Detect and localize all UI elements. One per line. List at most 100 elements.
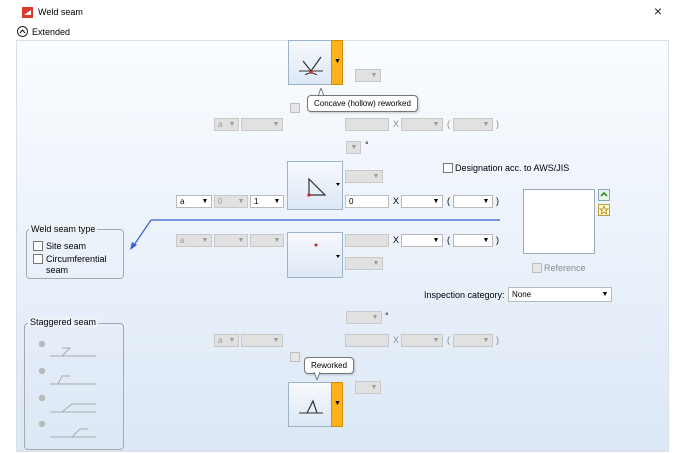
upper-degree-mark: ° bbox=[365, 140, 369, 150]
lower-count-combo[interactable]: ▼ bbox=[250, 234, 284, 247]
title-bar: Weld seam × bbox=[0, 0, 680, 24]
tooltip-pointer bbox=[312, 371, 322, 382]
reference-label: Reference bbox=[544, 263, 586, 273]
empty-symbol-icon bbox=[314, 243, 340, 258]
chevron-down-icon: ▼ bbox=[201, 198, 209, 205]
upper-x-label: X bbox=[393, 119, 400, 129]
upper-paren-combo[interactable]: ▼ bbox=[453, 118, 493, 131]
main-length-field[interactable]: 0 bbox=[345, 195, 389, 208]
bottom-a-combo[interactable]: a▼ bbox=[214, 334, 239, 347]
chevron-down-icon: ▼ bbox=[432, 337, 440, 344]
lower-spacing-combo[interactable]: ▼ bbox=[401, 234, 443, 247]
weld-seam-type-title: Weld seam type bbox=[29, 224, 98, 234]
chevron-down-icon: ▼ bbox=[370, 72, 378, 79]
chevron-down-icon: ▼ bbox=[432, 237, 440, 244]
close-button[interactable]: × bbox=[653, 3, 663, 19]
upper-symbol-combo[interactable]: ▼ bbox=[355, 69, 381, 82]
site-seam-checkbox[interactable] bbox=[33, 241, 43, 251]
upper-angle-combo[interactable]: ▼ bbox=[346, 141, 361, 154]
chevron-down-icon: ▼ bbox=[601, 291, 609, 298]
upper-value-combo[interactable]: ▼ bbox=[241, 118, 283, 131]
chevron-down-icon: ▼ bbox=[482, 337, 490, 344]
reworked-symbol-icon bbox=[299, 399, 323, 414]
chevron-down-icon: ▼ bbox=[273, 198, 281, 205]
circumferential-seam-label-2: seam bbox=[46, 265, 69, 275]
main-a-combo[interactable]: a▼ bbox=[176, 195, 212, 208]
reference-arrow-line bbox=[130, 219, 500, 250]
weld-seam-app-icon bbox=[22, 7, 33, 18]
circumferential-seam-checkbox[interactable] bbox=[33, 254, 43, 264]
bottom-value-combo[interactable]: ▼ bbox=[241, 334, 283, 347]
chevron-down-icon: ▼ bbox=[350, 144, 358, 151]
main-paren-close: ) bbox=[496, 196, 499, 206]
lower-paren-close: ) bbox=[496, 235, 499, 245]
chevron-down-icon: ▼ bbox=[228, 337, 236, 344]
upper-length-field[interactable] bbox=[345, 118, 389, 131]
tooltip-concave: Concave (hollow) reworked bbox=[307, 95, 418, 112]
designation-checkbox[interactable] bbox=[443, 163, 453, 173]
bottom-degree-mark: ° bbox=[385, 311, 389, 321]
main-spacing-combo[interactable]: ▼ bbox=[401, 195, 443, 208]
bottom-symbol-dropdown[interactable]: ▼ bbox=[331, 382, 343, 427]
reference-checkbox[interactable] bbox=[532, 263, 542, 273]
bottom-paren-combo[interactable]: ▼ bbox=[453, 334, 493, 347]
bottom-x-label: X bbox=[393, 335, 400, 345]
favorite-star-icon[interactable] bbox=[598, 204, 610, 216]
upper-paren-open: ( bbox=[447, 119, 450, 129]
lower-length-field[interactable] bbox=[345, 234, 389, 247]
bottom-spacing-combo[interactable]: ▼ bbox=[401, 334, 443, 347]
main-paren-open: ( bbox=[447, 196, 450, 206]
concave-reworked-symbol-icon bbox=[299, 56, 323, 76]
chevron-down-icon: ▼ bbox=[273, 237, 281, 244]
bottom-symbol-button[interactable] bbox=[288, 382, 333, 427]
upper-symbol-dropdown[interactable]: ▼ bbox=[331, 40, 343, 85]
upper-checkbox[interactable] bbox=[290, 103, 300, 113]
tooltip-pointer bbox=[316, 86, 326, 98]
chevron-down-icon: ▼ bbox=[482, 121, 490, 128]
chevron-down-icon: ▼ bbox=[372, 260, 380, 267]
bottom-length-field[interactable] bbox=[345, 334, 389, 347]
chevron-down-icon: ▼ bbox=[272, 337, 280, 344]
middle-symbol-combo[interactable]: ▼ bbox=[345, 170, 383, 183]
middle-symbol-button[interactable] bbox=[287, 161, 343, 210]
chevron-down-icon: ▼ bbox=[482, 237, 490, 244]
chevron-up-icon[interactable] bbox=[17, 26, 28, 37]
main-count-combo[interactable]: 1▼ bbox=[250, 195, 284, 208]
chevron-down-icon: ▼ bbox=[201, 237, 209, 244]
site-seam-label: Site seam bbox=[46, 241, 87, 251]
chevron-down-icon: ▼ bbox=[432, 121, 440, 128]
upper-a-combo[interactable]: a▼ bbox=[214, 118, 239, 131]
chevron-down-icon: ▼ bbox=[237, 198, 245, 205]
main-zero-combo[interactable]: 0▼ bbox=[214, 195, 248, 208]
fillet-weld-symbol-icon bbox=[307, 177, 340, 197]
bottom-paren-open: ( bbox=[447, 335, 450, 345]
chevron-down-icon: ▼ bbox=[372, 173, 380, 180]
upper-spacing-combo[interactable]: ▼ bbox=[401, 118, 443, 131]
main-x-label: X bbox=[393, 196, 400, 206]
lower-a-combo[interactable]: a▼ bbox=[176, 234, 212, 247]
upper-paren-close: ) bbox=[496, 119, 499, 129]
chevron-down-icon: ▼ bbox=[370, 384, 378, 391]
inspection-category-select[interactable]: None▼ bbox=[508, 287, 612, 302]
symbol-preview-box bbox=[523, 189, 595, 254]
bottom-angle-combo[interactable]: ▼ bbox=[346, 311, 382, 324]
staggered-seam-title: Staggered seam bbox=[28, 317, 99, 327]
chevron-down-icon: ▼ bbox=[371, 314, 379, 321]
bottom-checkbox[interactable] bbox=[290, 352, 300, 362]
lower-paren-combo[interactable]: ▼ bbox=[453, 234, 493, 247]
chevron-down-icon: ▼ bbox=[482, 198, 490, 205]
add-icon[interactable] bbox=[598, 189, 610, 201]
inspection-category-label: Inspection category: bbox=[424, 290, 505, 300]
designation-label: Designation acc. to AWS/JIS bbox=[455, 163, 570, 173]
staggered-seam-options[interactable] bbox=[32, 334, 112, 446]
upper-symbol-button[interactable] bbox=[288, 40, 333, 85]
circumferential-seam-label-1: Circumferential bbox=[46, 254, 107, 264]
extended-toggle-label[interactable]: Extended bbox=[32, 27, 71, 37]
bottom-symbol-combo[interactable]: ▼ bbox=[355, 381, 381, 394]
lower-symbol-button[interactable] bbox=[287, 232, 343, 278]
chevron-down-icon: ▼ bbox=[237, 237, 245, 244]
lower-zero-combo[interactable]: ▼ bbox=[214, 234, 248, 247]
lower-symbol-combo[interactable]: ▼ bbox=[345, 257, 383, 270]
main-paren-combo[interactable]: ▼ bbox=[453, 195, 493, 208]
